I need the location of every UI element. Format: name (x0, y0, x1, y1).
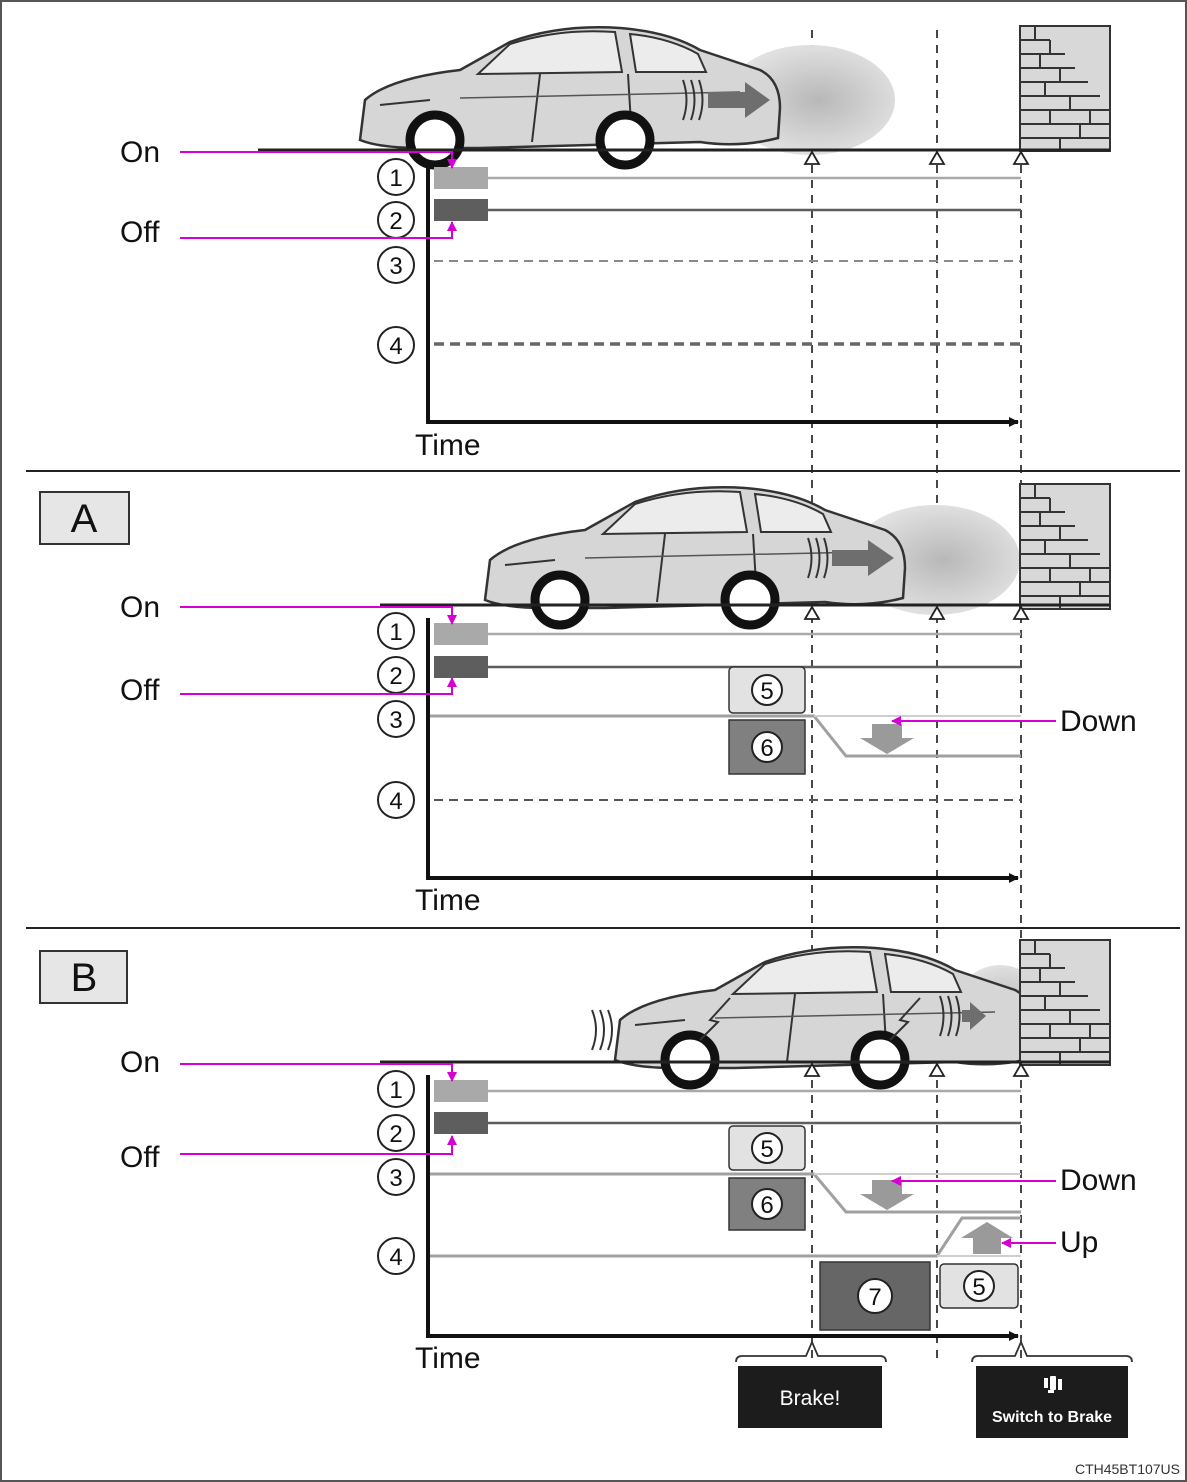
signal-4-line (430, 1216, 1021, 1258)
lamp-light-box (434, 1080, 488, 1102)
svg-text:5: 5 (972, 1274, 985, 1301)
off-label: Off (120, 674, 160, 707)
down-label: Down (1060, 1164, 1137, 1197)
svg-text:2: 2 (389, 208, 402, 235)
signal-number: 2 (377, 1114, 415, 1152)
down-arrow-icon (860, 1180, 914, 1210)
svg-text:3: 3 (389, 707, 402, 734)
svg-text:1: 1 (389, 619, 402, 646)
on-label: On (120, 1046, 160, 1079)
display-bracket (735, 1339, 887, 1363)
brick-wall-icon (1019, 483, 1111, 610)
down-label: Down (1060, 705, 1137, 738)
lamp-light-box (434, 623, 488, 645)
stage-number: 7 (857, 1278, 893, 1314)
forward-arrow-icon (708, 82, 770, 118)
signal-3-line (430, 1172, 1021, 1214)
braking-spark-icon (699, 997, 921, 1041)
motion-lines-icon (591, 1009, 613, 1051)
svg-text:7: 7 (868, 1284, 881, 1311)
svg-text:5: 5 (760, 1136, 773, 1163)
signal-number: 3 (377, 700, 415, 738)
time-label: Time (415, 884, 481, 917)
signal-number: 2 (377, 201, 415, 239)
up-label: Up (1060, 1226, 1098, 1259)
on-pointer (180, 1063, 457, 1082)
svg-text:4: 4 (389, 1244, 402, 1271)
svg-text:4: 4 (389, 333, 402, 360)
stage-number: 6 (751, 731, 783, 763)
display-bracket (971, 1339, 1133, 1363)
forward-arrow-icon (962, 1002, 986, 1030)
off-label: Off (120, 216, 160, 249)
off-pointer (180, 1135, 457, 1155)
stage-number: 5 (963, 1270, 995, 1302)
svg-text:1: 1 (389, 165, 402, 192)
svg-text:2: 2 (389, 663, 402, 690)
panel-tag: B (71, 956, 98, 1000)
brake-display-text: Brake! (780, 1387, 841, 1410)
signal-number: 1 (377, 158, 415, 196)
signal-number: 3 (377, 1158, 415, 1196)
signal-number: 1 (377, 1070, 415, 1108)
switch-to-brake-text: Switch to Brake (992, 1409, 1112, 1426)
svg-text:2: 2 (389, 1121, 402, 1148)
svg-text:5: 5 (760, 678, 773, 705)
svg-text:3: 3 (389, 253, 402, 280)
signal-number: 4 (377, 781, 415, 819)
panel-tag: A (71, 497, 98, 541)
radar-waves-icon (939, 995, 961, 1037)
signal-number: 1 (377, 612, 415, 650)
figure-code: CTH45BT107US (1075, 1461, 1180, 1477)
panel-tag-box (39, 950, 128, 1004)
radar-waves-icon (807, 537, 829, 579)
panel-a: A Time 5 6 (39, 483, 1137, 917)
svg-text:3: 3 (389, 1165, 402, 1192)
time-label: Time (415, 1342, 481, 1375)
foot-on-pedal-icon (1044, 1376, 1062, 1393)
on-label: On (120, 136, 160, 169)
lamp-light-box (434, 167, 488, 189)
off-pointer (180, 677, 457, 695)
svg-text:1: 1 (389, 1077, 402, 1104)
event-lines (811, 30, 1022, 1362)
svg-text:6: 6 (760, 1192, 773, 1219)
up-arrow-icon (961, 1222, 1013, 1254)
signal-3-line (430, 714, 1021, 758)
brick-wall-icon (1019, 939, 1111, 1066)
panel-tag-box (39, 491, 130, 545)
off-pointer (180, 221, 457, 239)
off-label: Off (120, 1141, 160, 1174)
stage-number: 5 (751, 674, 783, 706)
panel-base: Time 1 2 3 4 On Off (120, 25, 1111, 462)
signal-number: 2 (377, 656, 415, 694)
brake-display (738, 1366, 882, 1428)
on-label: On (120, 591, 160, 624)
panel-b: B Time (39, 939, 1137, 1438)
signal-number: 4 (377, 1237, 415, 1275)
brick-wall-icon (1019, 25, 1111, 152)
forward-arrow-icon (832, 540, 894, 576)
stage-number: 6 (751, 1188, 783, 1220)
signal-number: 3 (377, 246, 415, 284)
lamp-dark-box (434, 656, 488, 678)
on-pointer (180, 606, 457, 625)
lamp-dark-box (434, 1112, 488, 1134)
on-pointer (180, 151, 457, 169)
stage-number: 5 (751, 1132, 783, 1164)
time-label: Time (415, 429, 481, 462)
radar-waves-icon (682, 79, 704, 121)
svg-text:4: 4 (389, 788, 402, 815)
svg-text:6: 6 (760, 735, 773, 762)
down-arrow-icon (860, 724, 914, 754)
lamp-dark-box (434, 199, 488, 221)
signal-number: 4 (377, 326, 415, 364)
